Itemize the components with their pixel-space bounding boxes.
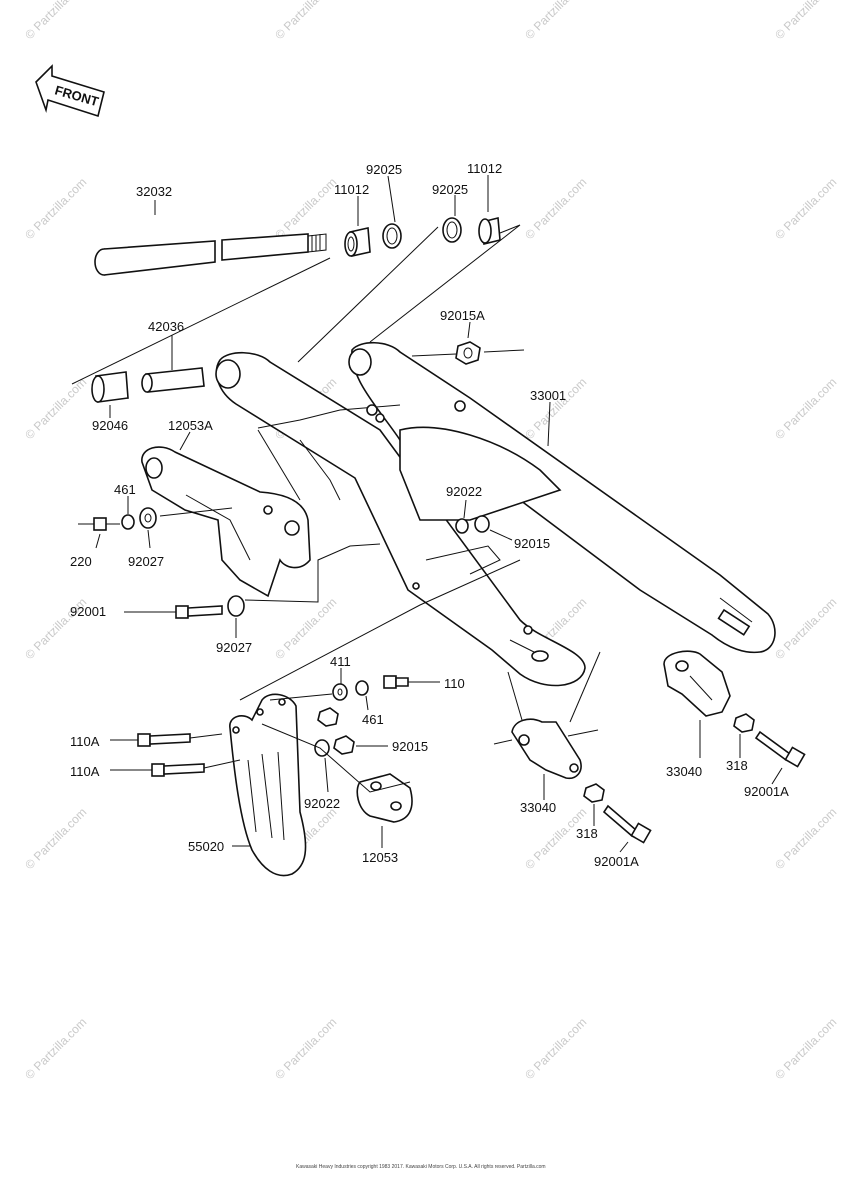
pivot-shaft-32032 bbox=[94, 233, 327, 276]
watermark: © Partzilla.com bbox=[22, 0, 89, 42]
copyright-notice: Kawasaki Heavy Industries copyright 1983… bbox=[296, 1164, 546, 1170]
label-461-upper: 461 bbox=[114, 482, 136, 497]
watermark: © Partzilla.com bbox=[772, 0, 839, 42]
label-318-right: 318 bbox=[726, 758, 748, 773]
watermark: © Partzilla.com bbox=[772, 805, 839, 872]
nut-92015b bbox=[333, 735, 355, 755]
label-92001A-lower: 92001A bbox=[594, 854, 639, 869]
bushing-11012-left bbox=[344, 227, 371, 257]
washer-92022a bbox=[455, 518, 469, 534]
label-42036: 42036 bbox=[148, 319, 184, 334]
swing-arm-33001 bbox=[215, 341, 776, 687]
chain-adjuster-33040-right bbox=[663, 650, 731, 717]
plate-12053 bbox=[356, 773, 413, 823]
label-92022-upper: 92022 bbox=[446, 484, 482, 499]
label-11012-left: 11012 bbox=[334, 182, 369, 197]
label-92025-right: 92025 bbox=[432, 182, 468, 197]
label-12053: 12053 bbox=[362, 850, 398, 865]
label-12053A: 12053A bbox=[168, 418, 213, 433]
watermark: © Partzilla.com bbox=[272, 0, 339, 42]
label-33040-right: 33040 bbox=[666, 764, 702, 779]
label-33040-lower: 33040 bbox=[520, 800, 556, 815]
watermark: © Partzilla.com bbox=[272, 595, 339, 662]
chain-slider-55020 bbox=[229, 693, 307, 877]
bolt-110 bbox=[383, 675, 409, 689]
label-11012-right: 11012 bbox=[467, 161, 502, 176]
part-labels: 32032 11012 92025 92025 11012 42036 9201… bbox=[70, 161, 789, 869]
washer-461a bbox=[121, 514, 135, 530]
nut-upper bbox=[317, 707, 339, 727]
nut-318-lower bbox=[583, 783, 605, 803]
label-461-lower: 461 bbox=[362, 712, 384, 727]
bolt-220 bbox=[93, 517, 120, 531]
collar-461b bbox=[355, 680, 369, 696]
bolt-110A-upper bbox=[137, 733, 191, 747]
washer-411 bbox=[332, 683, 348, 701]
watermark: © Partzilla.com bbox=[772, 1015, 839, 1082]
nut-318-right bbox=[733, 713, 755, 733]
bracket-12053A bbox=[141, 446, 311, 598]
label-32032: 32032 bbox=[136, 184, 172, 199]
watermark: © Partzilla.com bbox=[22, 1015, 89, 1082]
label-55020: 55020 bbox=[188, 839, 224, 854]
watermark: © Partzilla.com bbox=[22, 375, 89, 442]
label-92015-upper: 92015 bbox=[514, 536, 550, 551]
bolt-110A-lower bbox=[151, 763, 205, 777]
watermark: © Partzilla.com bbox=[772, 175, 839, 242]
label-33001: 33001 bbox=[530, 388, 566, 403]
sleeve-42036 bbox=[141, 367, 205, 393]
watermark: © Partzilla.com bbox=[272, 175, 339, 242]
collar-92027b bbox=[227, 595, 245, 617]
chain-adjuster-33040-lower bbox=[511, 718, 582, 780]
bolt-92001A-lower bbox=[602, 804, 652, 844]
front-arrow-icon: FRONT bbox=[35, 64, 105, 118]
label-318-lower: 318 bbox=[576, 826, 598, 841]
label-220: 220 bbox=[70, 554, 92, 569]
label-110: 110 bbox=[444, 676, 465, 691]
washer-92022b bbox=[314, 739, 330, 757]
label-92001A-right: 92001A bbox=[744, 784, 789, 799]
label-110A-upper: 110A bbox=[70, 734, 100, 749]
label-110A-lower: 110A bbox=[70, 764, 100, 779]
watermark: © Partzilla.com bbox=[772, 375, 839, 442]
needle-bearing-92046 bbox=[91, 371, 129, 403]
watermark: © Partzilla.com bbox=[522, 0, 589, 42]
watermark: © Partzilla.com bbox=[22, 175, 89, 242]
collar-92025-left bbox=[382, 223, 402, 249]
watermark: © Partzilla.com bbox=[772, 595, 839, 662]
label-92001: 92001 bbox=[70, 604, 106, 619]
collar-92025-right bbox=[442, 217, 462, 243]
watermark: © Partzilla.com bbox=[22, 805, 89, 872]
label-411: 411 bbox=[330, 654, 351, 669]
nut-92015a bbox=[474, 515, 490, 533]
collar-92027a bbox=[139, 507, 157, 529]
bolt-92001 bbox=[175, 605, 223, 619]
bushing-11012-right bbox=[478, 216, 501, 246]
bolt-92001A-right bbox=[754, 730, 806, 768]
watermark: © Partzilla.com bbox=[522, 175, 589, 242]
watermark: © Partzilla.com bbox=[522, 375, 589, 442]
label-92015-lower: 92015 bbox=[392, 739, 428, 754]
label-92027-lower: 92027 bbox=[216, 640, 252, 655]
label-92027-upper: 92027 bbox=[128, 554, 164, 569]
watermark: © Partzilla.com bbox=[272, 1015, 339, 1082]
label-92025-left: 92025 bbox=[366, 162, 402, 177]
label-92022-lower: 92022 bbox=[304, 796, 340, 811]
label-92015A: 92015A bbox=[440, 308, 485, 323]
label-92046: 92046 bbox=[92, 418, 128, 433]
watermark: © Partzilla.com bbox=[522, 1015, 589, 1082]
nut-92015A bbox=[455, 341, 481, 365]
